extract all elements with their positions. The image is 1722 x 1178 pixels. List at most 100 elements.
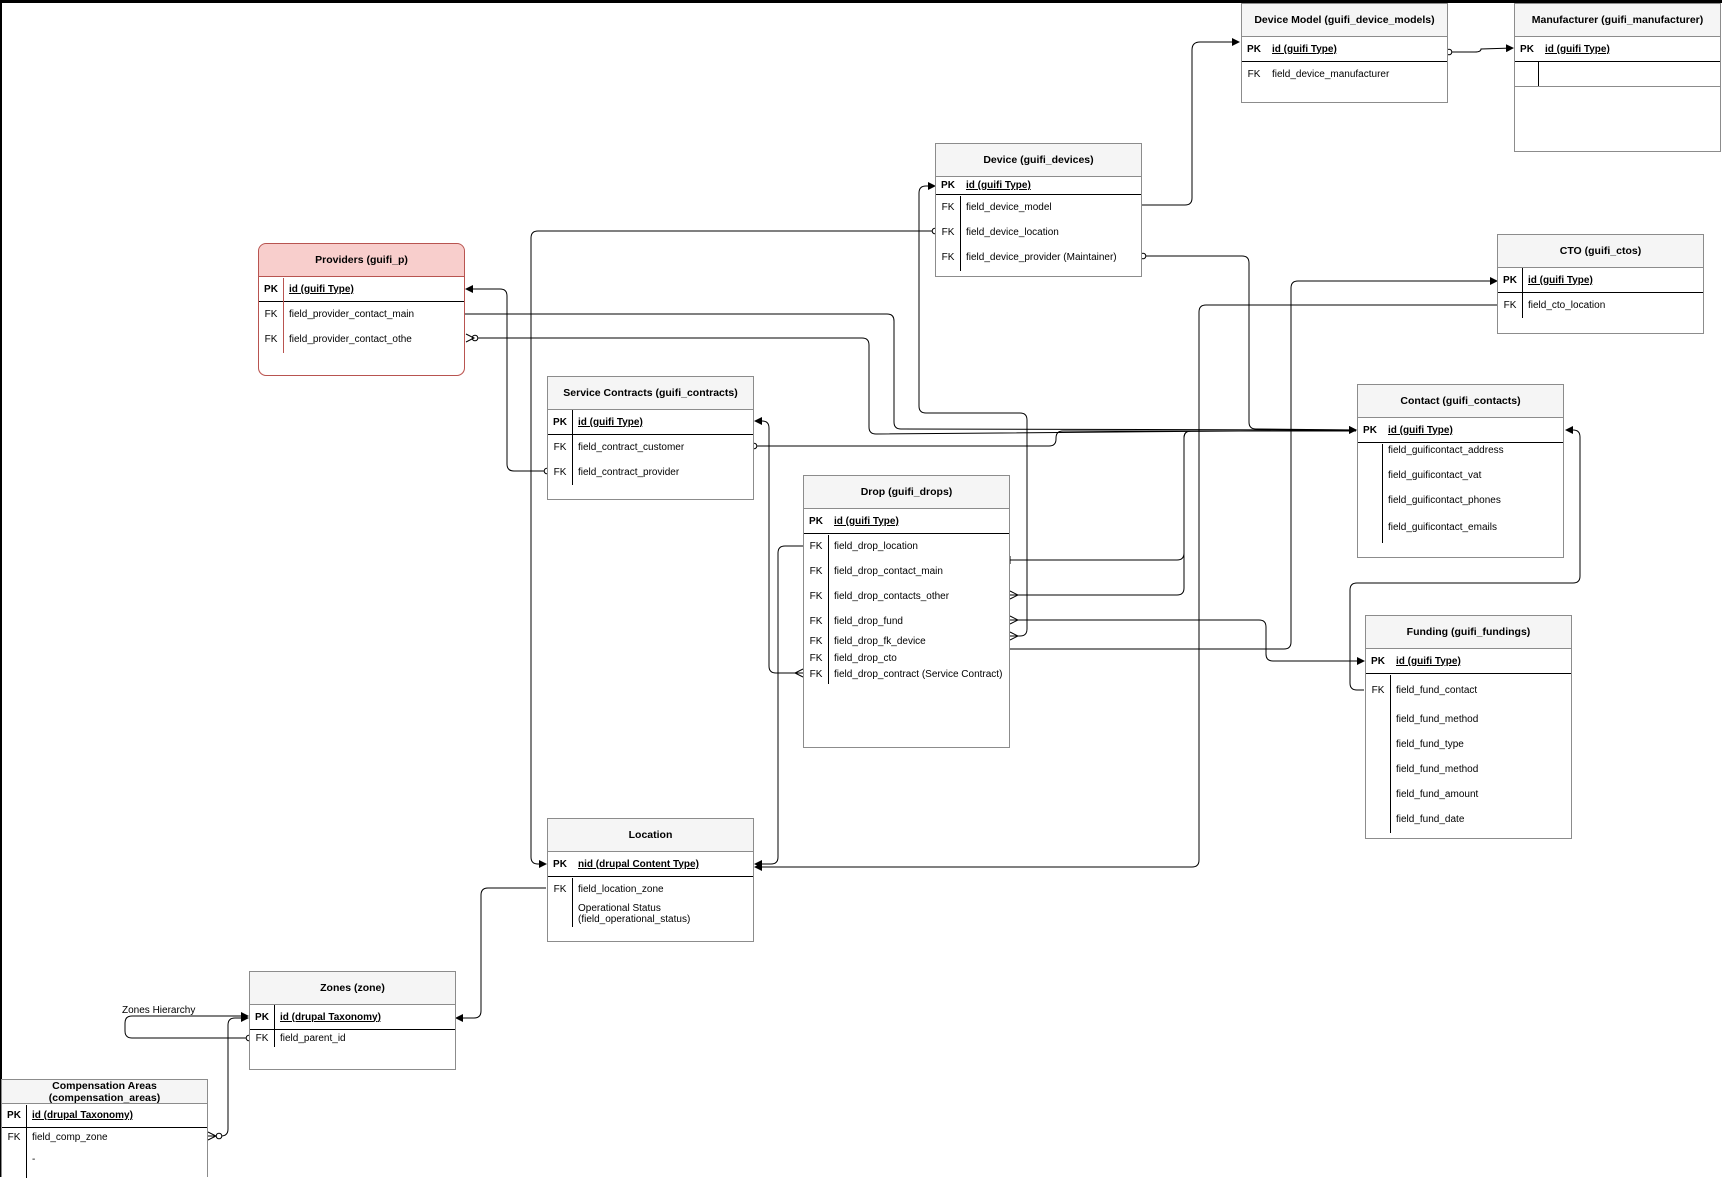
field-row: field_fund_date	[1396, 814, 1465, 825]
pk-field: id (guifi Type)	[1545, 43, 1610, 55]
edge-device-location	[530, 230, 935, 868]
table-title: Compensation Areas (compensation_areas)	[2, 1080, 207, 1104]
table-title: Service Contracts (guifi_contracts)	[548, 377, 753, 410]
pk-field: id (drupal Taxonomy)	[280, 1011, 381, 1023]
pk-field: id (guifi Type)	[834, 515, 899, 527]
empty-row	[1515, 62, 1720, 86]
edge-contract-provider	[465, 285, 547, 472]
edge-fund-contact	[1349, 426, 1581, 691]
edge-device-model	[1142, 38, 1240, 206]
field-row: field_guificontact_address	[1388, 444, 1504, 456]
edge-drop-contract	[754, 417, 803, 674]
edge-drop-contact-main	[1010, 430, 1356, 561]
pk-field: id (drupal Taxonomy)	[32, 1110, 133, 1121]
field-row: field_fund_type	[1396, 739, 1464, 750]
field-row: field_guificontact_phones	[1388, 494, 1501, 506]
pk-field: id (guifi Type)	[1388, 424, 1453, 436]
table-title: Location	[548, 819, 753, 852]
edge-drop-cto	[1010, 277, 1498, 650]
top-border	[0, 0, 1722, 3]
edge-cto-location	[754, 304, 1497, 871]
edge-location-zone	[455, 887, 546, 1022]
field-row: Operational Status (field_operational_st…	[578, 903, 691, 925]
table-title: Contact (guifi_contacts)	[1358, 385, 1563, 418]
edge-device-provider	[1143, 255, 1357, 434]
edge-provider-contact-main	[465, 313, 1357, 434]
table-title: CTO (guifi_ctos)	[1498, 235, 1703, 268]
field-row: field_fund_method	[1396, 714, 1479, 725]
edge-drop-location	[754, 545, 803, 868]
table-title: Providers (guifi_p)	[259, 244, 464, 277]
zones-hierarchy-label: Zones Hierarchy	[122, 1005, 196, 1016]
field-row: field_guificontact_vat	[1388, 469, 1482, 481]
edge-drop-contacts-other	[1010, 430, 1356, 596]
table-compensation-areas[interactable]: Compensation Areas (compensation_areas) …	[1, 1079, 208, 1178]
edge-device-manufacturer	[1449, 44, 1514, 53]
table-title: Manufacturer (guifi_manufacturer)	[1515, 4, 1720, 37]
table-title: Zones (zone)	[250, 972, 455, 1005]
field-row: field_fund_method	[1396, 764, 1479, 775]
pk-field: id (guifi Type)	[1272, 43, 1337, 55]
table-title: Funding (guifi_fundings)	[1366, 616, 1571, 649]
edge-provider-contact-other	[474, 337, 1357, 435]
pk-field: id (guifi Type)	[289, 283, 354, 295]
field-row: field_fund_amount	[1396, 789, 1479, 800]
left-border	[0, 0, 2, 1177]
pk-field: id (guifi Type)	[1528, 274, 1593, 286]
edge-drop-device	[918, 182, 1028, 637]
edge-contract-customer	[754, 430, 1356, 447]
pk-field: id (guifi Type)	[1396, 655, 1461, 667]
edge-compensation-zone	[208, 1014, 249, 1137]
table-title: Drop (guifi_drops)	[804, 476, 1009, 509]
table-title: Device (guifi_devices)	[936, 144, 1141, 177]
pk-field: id (guifi Type)	[578, 416, 643, 428]
pk-field: id (guifi Type)	[966, 180, 1031, 191]
field-row: -	[32, 1153, 36, 1165]
edge-drop-fund	[1010, 619, 1365, 665]
